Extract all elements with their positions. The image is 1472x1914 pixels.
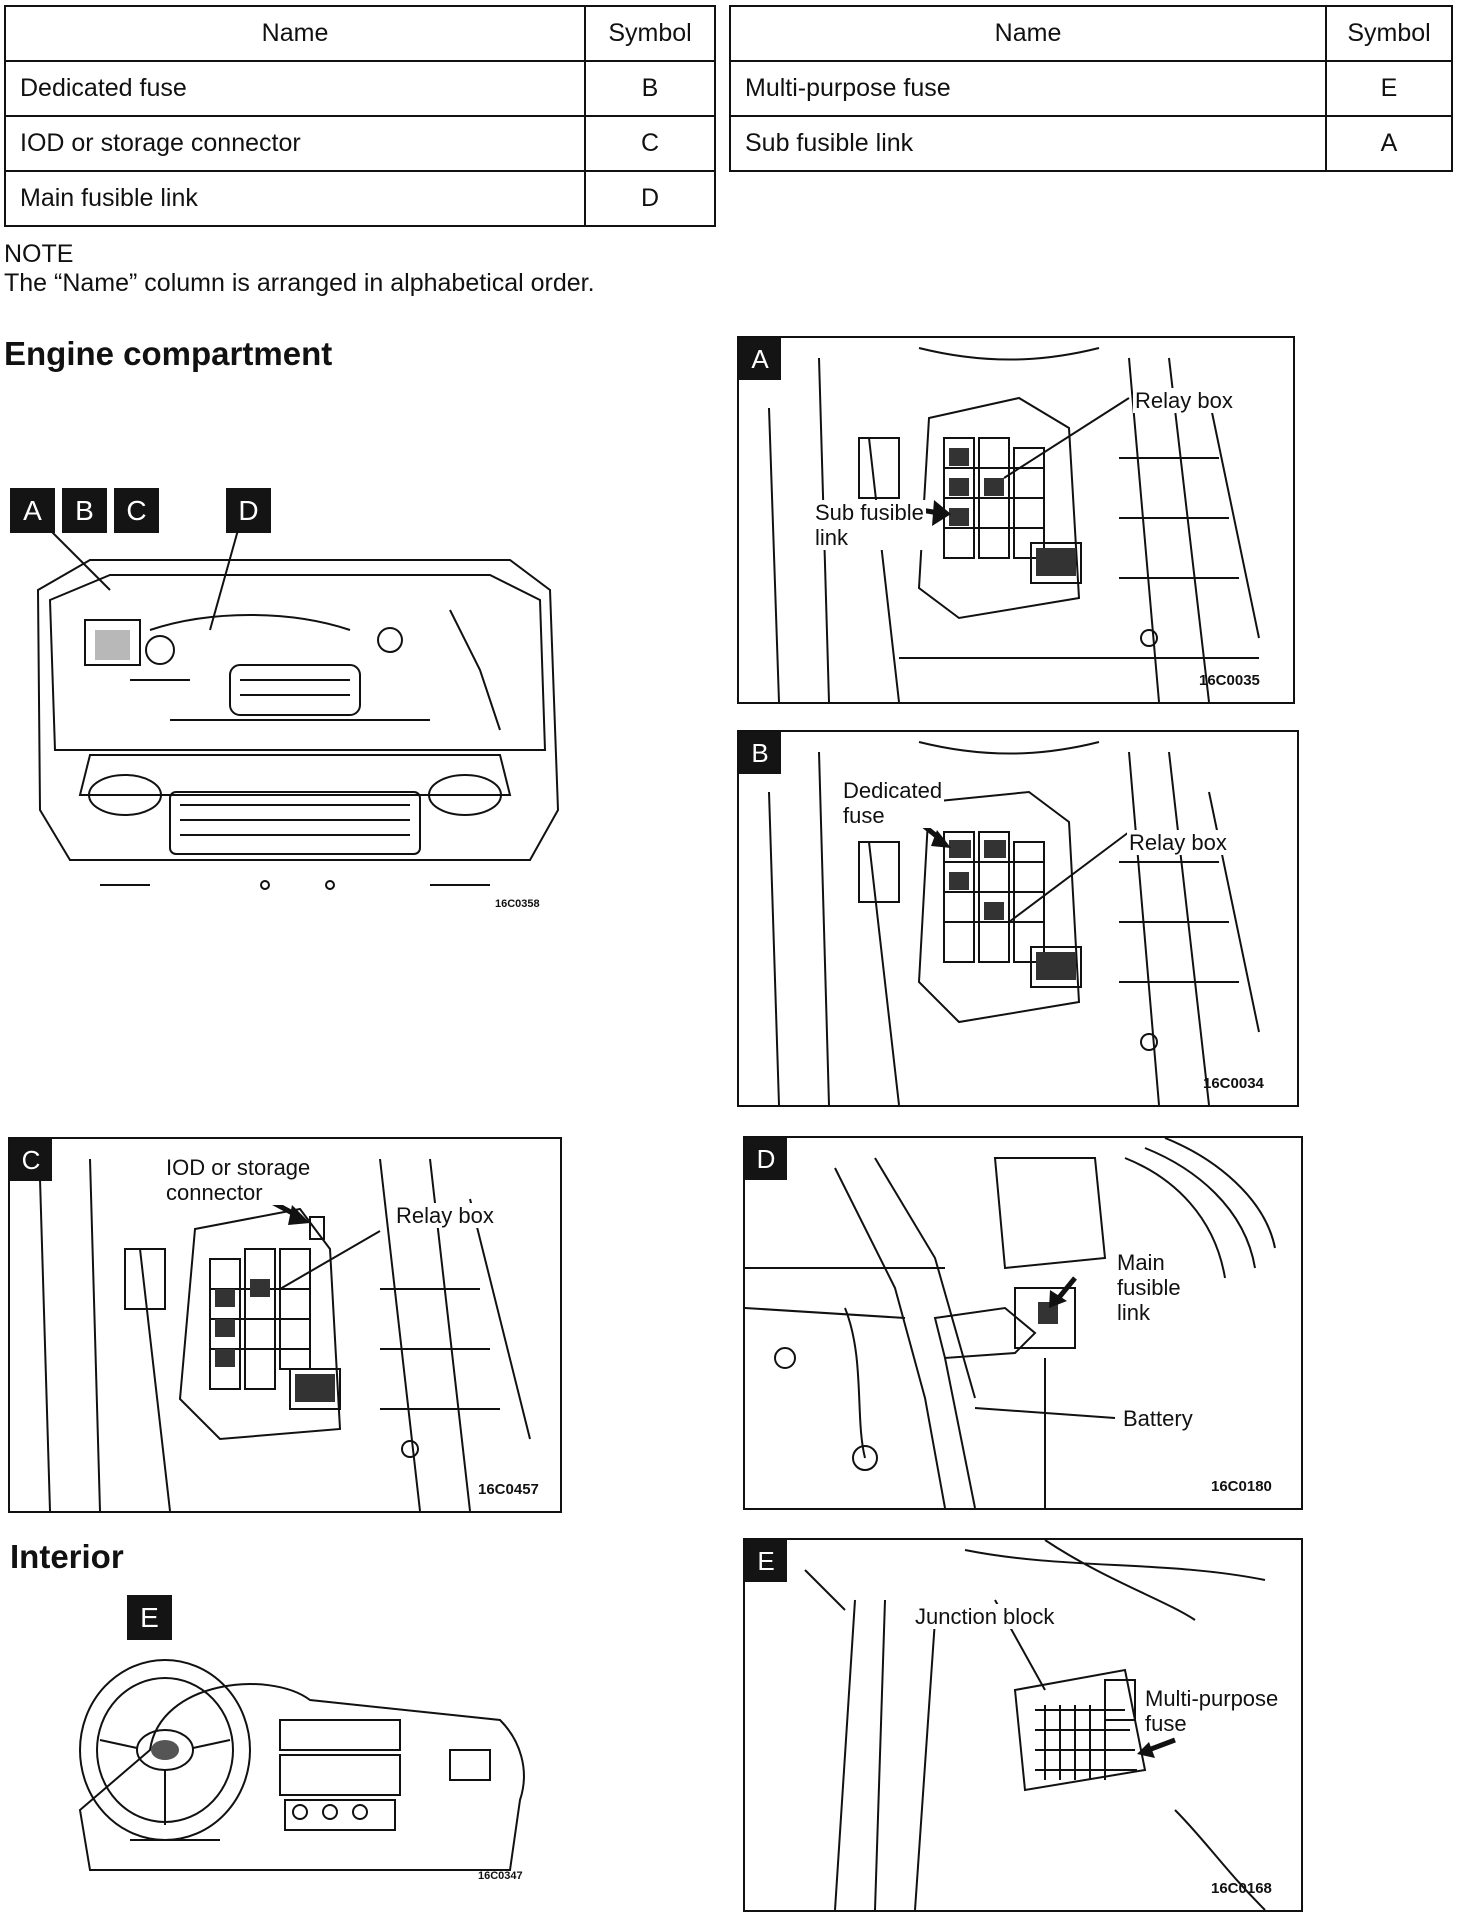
panel-b-label: B xyxy=(739,732,781,774)
interior-illustration-code: 16C0347 xyxy=(478,1870,523,1882)
symbol-column-header: Symbol xyxy=(584,5,716,62)
name-cell: Main fusible link xyxy=(4,170,586,227)
dedicated-fuse-callout: Dedicated fuse xyxy=(841,778,945,828)
badge-d: D xyxy=(226,488,271,533)
symbol-column-header: Symbol xyxy=(1325,5,1453,62)
relay-box-illustration xyxy=(768,741,1260,1105)
note-title: NOTE xyxy=(4,240,74,268)
relay-box-callout: Relay box xyxy=(1133,388,1235,413)
note-text: The “Name” column is arranged in alphabe… xyxy=(4,269,595,297)
name-cell: Sub fusible link xyxy=(729,115,1327,172)
engine-illustration-code: 16C0358 xyxy=(495,898,540,910)
panel-c: C IOD or storage connector Relay box 16C… xyxy=(8,1137,562,1513)
panel-b-code: 16C0034 xyxy=(1203,1075,1264,1092)
symbol-cell: A xyxy=(1325,115,1453,172)
panel-b: B Dedicated fuse Relay box 16C0034 xyxy=(737,730,1299,1107)
interior-heading: Interior xyxy=(10,1538,124,1575)
badge-c: C xyxy=(114,488,159,533)
name-cell: IOD or storage connector xyxy=(4,115,586,172)
note: NOTE The “Name” column is arranged in al… xyxy=(4,240,595,298)
iod-storage-connector-callout: IOD or storage connector xyxy=(164,1155,313,1205)
panel-a: A Relay box Sub fusible link 16C0035 xyxy=(737,336,1295,704)
badge-e: E xyxy=(127,1595,172,1640)
engine-bay-illustration xyxy=(36,530,560,890)
name-cell: Multi-purpose fuse xyxy=(729,60,1327,117)
relay-box-illustration xyxy=(768,347,1260,702)
panel-e: E Junction block Multi-purpose fuse 16C0… xyxy=(743,1538,1303,1912)
table-row: IOD or storage connector C xyxy=(4,115,716,172)
symbol-table-right: Name Symbol Multi-purpose fuse E Sub fus… xyxy=(729,5,1453,172)
main-fusible-link-callout: Main fusible link xyxy=(1115,1250,1183,1325)
name-column-header: Name xyxy=(4,5,586,62)
engine-compartment-heading: Engine compartment xyxy=(4,335,333,372)
panel-c-code: 16C0457 xyxy=(478,1481,539,1498)
name-column-header: Name xyxy=(729,5,1327,62)
battery-illustration xyxy=(745,1138,1276,1508)
name-cell: Dedicated fuse xyxy=(4,60,586,117)
symbol-cell: D xyxy=(584,170,716,227)
panel-c-label: C xyxy=(10,1139,52,1181)
symbol-cell: B xyxy=(584,60,716,117)
relay-box-callout: Relay box xyxy=(394,1203,496,1228)
relay-box-callout: Relay box xyxy=(1127,830,1229,855)
badge-b: B xyxy=(62,488,107,533)
dashboard-illustration xyxy=(78,1659,525,1871)
relay-box-illustration xyxy=(39,1158,531,1511)
symbol-cell: E xyxy=(1325,60,1453,117)
panel-a-code: 16C0035 xyxy=(1199,672,1260,689)
table-header-row: Name Symbol xyxy=(4,5,716,62)
table-row: Dedicated fuse B xyxy=(4,60,716,117)
table-row: Multi-purpose fuse E xyxy=(729,60,1453,117)
panel-d-code: 16C0180 xyxy=(1211,1478,1272,1495)
junction-block-callout: Junction block xyxy=(913,1604,1057,1629)
table-row: Sub fusible link A xyxy=(729,115,1453,172)
panel-a-label: A xyxy=(739,338,781,380)
multi-purpose-fuse-callout: Multi-purpose fuse xyxy=(1143,1686,1281,1736)
symbol-cell: C xyxy=(584,115,716,172)
badge-a: A xyxy=(10,488,55,533)
panel-d: D Main fusible link Battery 16C0180 xyxy=(743,1136,1303,1510)
panel-d-label: D xyxy=(745,1138,787,1180)
table-header-row: Name Symbol xyxy=(729,5,1453,62)
battery-callout: Battery xyxy=(1121,1406,1195,1431)
table-row: Main fusible link D xyxy=(4,170,716,227)
symbol-table-left: Name Symbol Dedicated fuse B IOD or stor… xyxy=(4,5,716,227)
panel-e-code: 16C0168 xyxy=(1211,1880,1272,1897)
sub-fusible-link-callout: Sub fusible link xyxy=(813,500,926,550)
panel-e-label: E xyxy=(745,1540,787,1582)
